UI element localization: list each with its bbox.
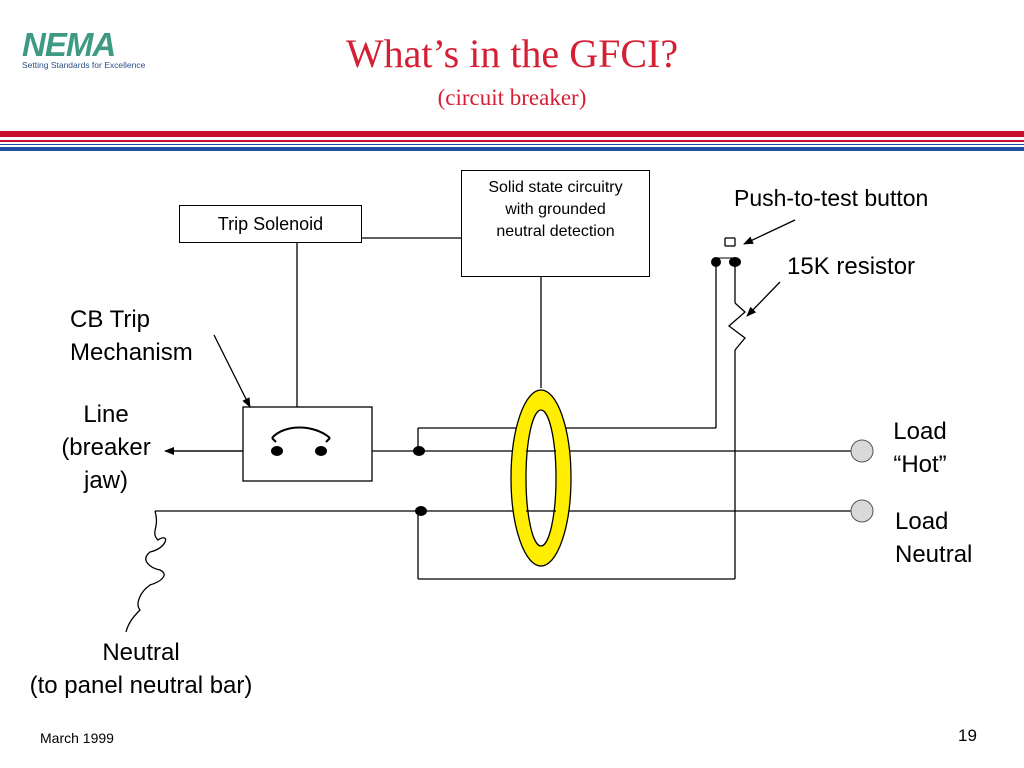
nema-logo: NEMA Setting Standards for Excellence xyxy=(22,26,147,75)
load-neutral-terminal xyxy=(850,499,874,523)
circuitry-line-2: with grounded xyxy=(505,201,606,218)
line-label-1: Line xyxy=(83,401,129,428)
breaker-arc-end-right xyxy=(325,437,331,443)
junction-neutral xyxy=(415,506,427,516)
trip-solenoid-box: Trip Solenoid xyxy=(179,205,362,243)
junction-hot xyxy=(413,446,425,456)
sensing-coil-hole xyxy=(525,409,557,547)
arrow-cb-trip xyxy=(213,334,251,408)
push-to-test-label: Push-to-test button xyxy=(734,185,929,211)
load-neutral-line-2: Neutral xyxy=(895,541,973,568)
page-number: 19 xyxy=(958,726,977,745)
rule-blue-thick xyxy=(0,147,1024,151)
trip-solenoid-label: Trip Solenoid xyxy=(217,214,324,234)
load-neutral-line-1: Load xyxy=(895,508,949,535)
rule-red-thin xyxy=(0,140,1024,142)
header-rules xyxy=(0,131,1024,153)
neutral-line-1: Neutral xyxy=(102,639,180,666)
breaker-contact-dot-left xyxy=(271,446,283,456)
circuitry-line-1: Solid state circuitry xyxy=(488,179,623,196)
resistor-label: 15K resistor xyxy=(787,253,916,280)
circuitry-line-3: neutral detection xyxy=(496,223,615,240)
logo-tagline: Setting Standards for Excellence xyxy=(22,60,146,70)
line-label: Line (breaker jaw) xyxy=(46,398,166,497)
load-hot-label: Load “Hot” xyxy=(880,415,960,481)
slide-title: What’s in the GFCI? xyxy=(345,31,679,76)
rule-blue-thin xyxy=(0,144,1024,145)
test-dot-left xyxy=(711,257,721,267)
solid-state-circuitry-box: Solid state circuitry with grounded neut… xyxy=(461,170,650,277)
resistor-15k xyxy=(727,302,746,351)
logo-wordmark: NEMA xyxy=(22,26,116,63)
neutral-line-2: (to panel neutral bar) xyxy=(29,672,253,699)
load-hot-line-2: “Hot” xyxy=(893,451,947,478)
cb-trip-line-1: CB Trip xyxy=(70,306,151,333)
neutral-label: Neutral (to panel neutral bar) xyxy=(0,636,282,702)
neutral-pigtail xyxy=(125,510,167,633)
footer-date: March 1999 xyxy=(40,730,114,746)
breaker-contact-dot-right xyxy=(315,446,327,456)
slide-subtitle: (circuit breaker) xyxy=(437,85,587,110)
cb-trip-label: CB Trip Mechanism xyxy=(70,303,193,369)
line-label-3: jaw) xyxy=(83,467,128,494)
breaker-arc-end-left xyxy=(271,437,277,443)
breaker-contact-arc xyxy=(271,426,331,439)
cb-trip-mechanism-box xyxy=(242,406,373,482)
load-hot-terminal xyxy=(850,439,874,463)
test-dot-right xyxy=(729,257,741,267)
load-hot-line-1: Load xyxy=(893,418,947,445)
line-label-2: (breaker xyxy=(61,434,151,461)
rule-red-thick xyxy=(0,131,1024,137)
arrow-resistor xyxy=(746,281,781,317)
load-neutral-label: Load Neutral xyxy=(895,505,972,571)
cb-trip-line-2: Mechanism xyxy=(70,339,193,366)
arrow-push-to-test xyxy=(743,219,796,245)
